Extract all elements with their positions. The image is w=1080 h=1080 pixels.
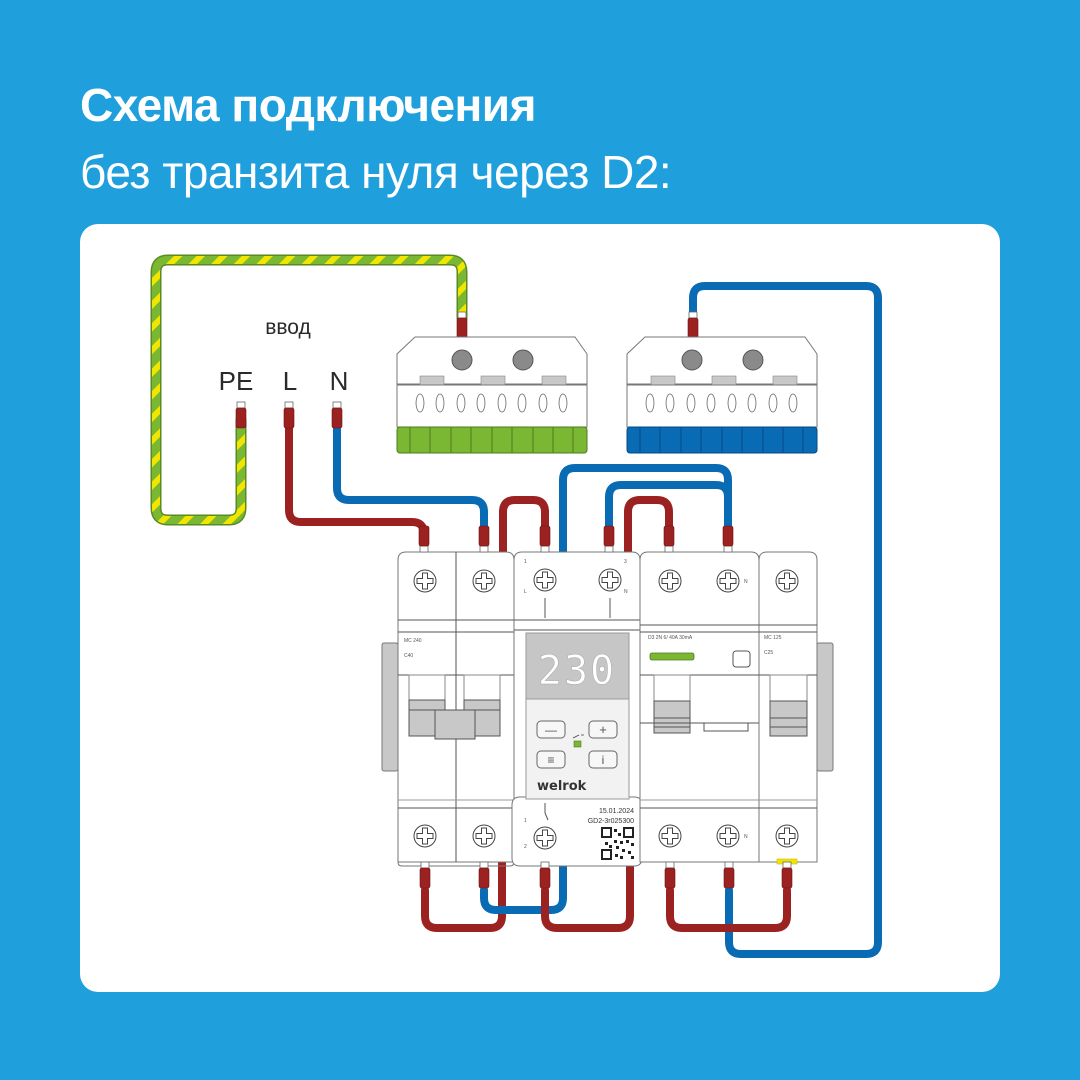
menu-button[interactable]: ≡	[536, 750, 566, 769]
rcd-indicator	[649, 652, 695, 661]
brand-logo: welrok	[537, 779, 587, 794]
serial-number: GD2-3r025300	[588, 818, 634, 825]
relay-terminal-label-3: 3	[624, 559, 627, 565]
voltage-display	[525, 632, 630, 700]
pe-terminal-block	[396, 311, 588, 454]
voltage-relay-welrok: 1 3 L N 230 — + ≡ i welrok	[511, 551, 643, 867]
page-title-line-1: Схема подключения	[80, 79, 536, 131]
neutral-terminal-block	[626, 311, 818, 454]
page-title-line-2: без транзита нуля через D2:	[80, 146, 672, 198]
wires	[150, 254, 882, 958]
rcd-d3: D3 2N 6/ 40A 30mA N N	[639, 551, 760, 863]
breaker-left-model: MC 240	[404, 638, 422, 644]
neutral-input-wire	[333, 416, 488, 540]
relay-terminal-label-n: N	[624, 589, 628, 595]
manufacture-date: 15.01.2024	[599, 808, 634, 815]
svg-text:+: +	[599, 722, 607, 737]
breaker-right-toggle[interactable]	[769, 726, 808, 737]
svg-text:—: —	[545, 723, 557, 737]
display-value: 230	[538, 648, 616, 694]
terminal-label-l: L	[283, 366, 297, 396]
rcd-model: D3 2N 6/ 40A 30mA	[648, 635, 693, 641]
qr-code-icon	[601, 827, 634, 860]
svg-text:≡: ≡	[547, 753, 554, 767]
breaker-left-toggle[interactable]	[434, 709, 476, 740]
input-label: ввод	[265, 316, 311, 339]
neutral-bus-wire	[689, 282, 882, 958]
plus-button[interactable]: +	[588, 720, 618, 739]
input-ferrules	[235, 401, 343, 429]
breaker-right-model: MC 125	[764, 635, 782, 641]
din-clip-left	[381, 642, 399, 772]
breaker-mc125: MC 125 C25	[758, 551, 818, 865]
breaker-mc240: MC 240 C40	[397, 551, 515, 867]
relay-terminal-label-l: L	[524, 589, 527, 595]
relay-contact-icon	[572, 734, 584, 739]
rcd-test-button[interactable]	[732, 650, 751, 668]
breaker-left-rating: C40	[404, 653, 413, 659]
info-button[interactable]: i	[588, 750, 618, 769]
minus-button[interactable]: —	[536, 720, 566, 739]
wiring-diagram: ввод PE L N	[150, 254, 882, 958]
status-led	[573, 740, 582, 748]
terminal-label-n: N	[330, 366, 349, 396]
svg-text:1: 1	[524, 818, 527, 824]
svg-text:N: N	[744, 579, 748, 585]
svg-text:2: 2	[524, 844, 527, 850]
breaker-right-rating: C25	[764, 650, 773, 656]
svg-text:i: i	[602, 753, 605, 767]
din-clip-right	[816, 642, 834, 772]
diagram-card: ввод PE L N	[80, 224, 1000, 992]
terminal-label-pe: PE	[219, 366, 254, 396]
rcd-toggle[interactable]	[653, 726, 691, 734]
svg-text:N: N	[744, 834, 748, 840]
relay-terminal-label-1: 1	[524, 559, 527, 565]
